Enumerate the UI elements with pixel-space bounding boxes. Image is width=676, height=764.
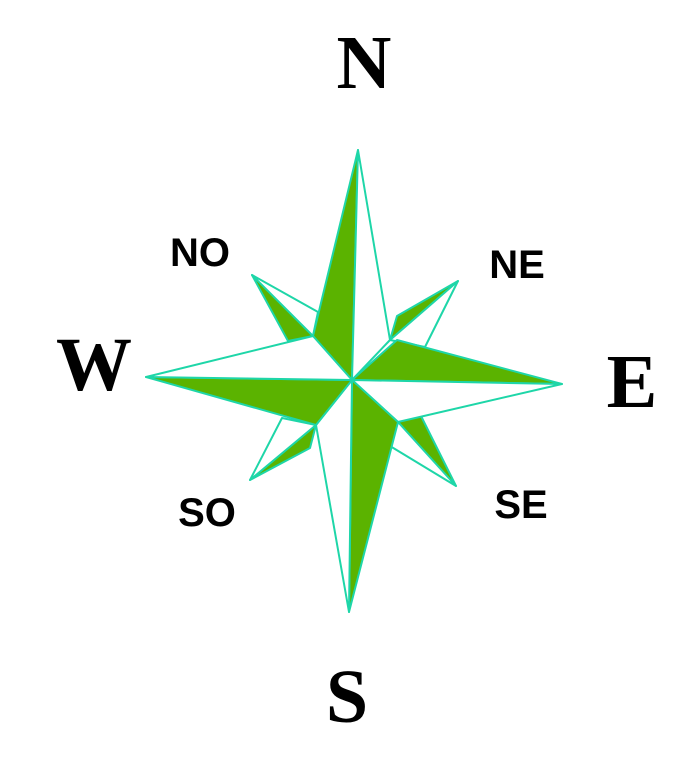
label-south: S	[326, 655, 368, 739]
label-north: N	[337, 21, 392, 105]
label-southwest: SO	[178, 491, 236, 535]
label-east: E	[607, 340, 658, 424]
point-n-light	[352, 150, 390, 380]
cardinal-points	[146, 150, 562, 612]
point-s-dark	[349, 380, 398, 612]
label-northeast: NE	[489, 243, 545, 287]
label-northwest: NO	[170, 231, 230, 275]
point-w-dark	[146, 377, 352, 425]
label-southeast: SE	[494, 483, 547, 527]
label-west: W	[56, 323, 132, 407]
